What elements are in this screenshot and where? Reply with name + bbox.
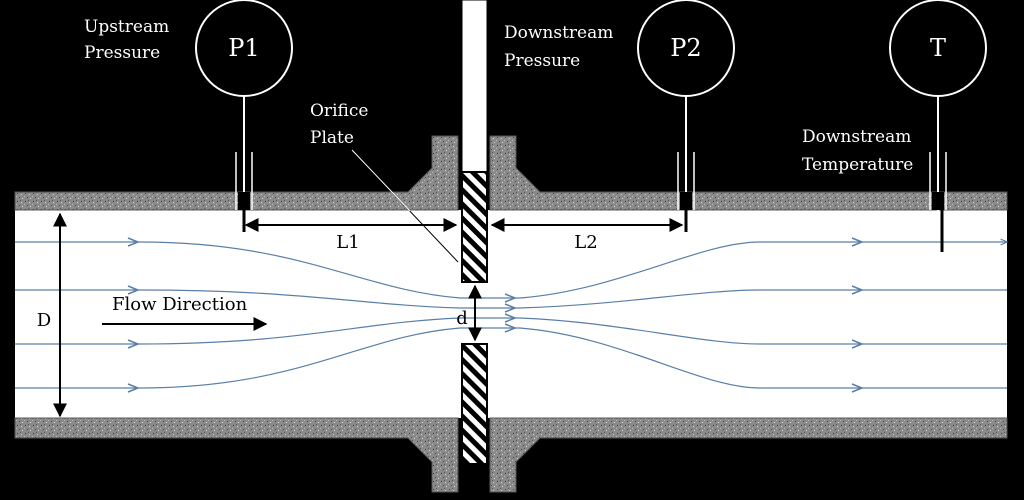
pipe-wall-bottom-right [489,417,1008,493]
pipe-interior [15,210,1007,418]
downstream-temperature-label-line1: Downstream [802,127,911,147]
t-gauge: T [889,0,987,252]
streamline [15,289,1007,309]
p1-gauge: P1 [195,0,293,232]
downstream-pressure-label-line2: Pressure [504,51,580,71]
orifice-plate-label-line1: Orifice [310,101,368,121]
pipe-wall-bottom [14,417,459,493]
streamlines [15,242,1007,389]
streamline-arrows [127,237,865,393]
orifice-plate-label-line2: Plate [310,128,354,148]
orifice-leader-line-top [351,149,411,212]
upstream-pressure-label-line2: Pressure [84,43,160,63]
p1-gauge-label: P1 [228,34,259,62]
streamline [15,242,1007,299]
orifice-diameter-label: d [456,308,468,329]
downstream-temperature-label-line2: Temperature [802,155,913,175]
pipe-diameter-label: D [37,310,51,331]
streamline [15,317,1007,345]
streamline [15,327,1007,389]
pipe-wall-top-right [489,135,1008,211]
orifice-plate-stem [461,0,488,173]
upstream-pressure-label-line1: Upstream [84,17,169,37]
downstream-pressure-label-line1: Downstream [504,23,613,43]
orifice-plate-upper [461,171,488,283]
l1-label: L1 [336,232,359,253]
p2-gauge: P2 [637,0,735,232]
orifice-plate-lower [461,343,488,465]
t-gauge-label: T [930,34,946,62]
flow-direction-label: Flow Direction [112,294,248,315]
p2-gauge-label: P2 [670,34,701,62]
l2-label: L2 [574,232,597,253]
